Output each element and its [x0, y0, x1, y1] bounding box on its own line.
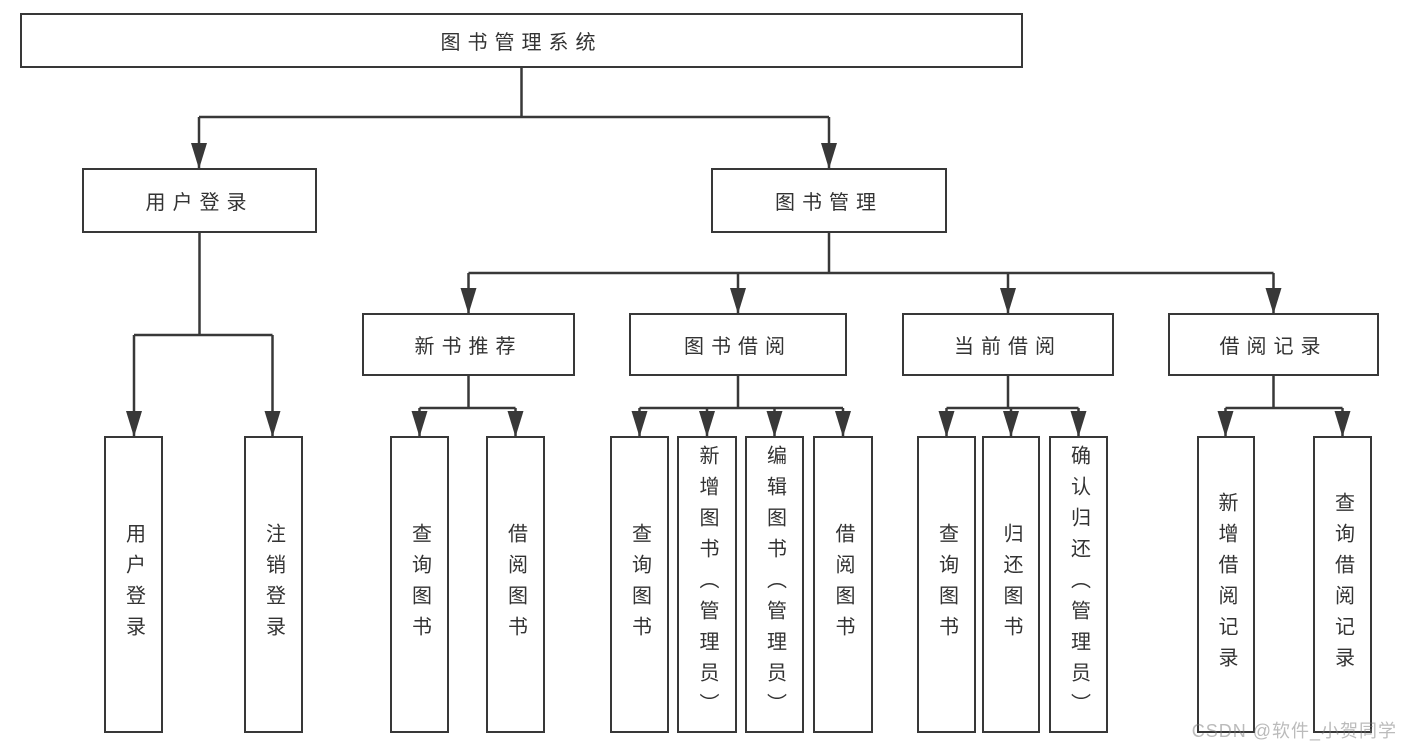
- connector-new-book-rec-to-leaves: [411, 376, 524, 437]
- connector-user-login-to-leaves: [126, 233, 281, 437]
- leaf-newrec-borrow-books-label: 借阅图书: [504, 522, 527, 647]
- node-book-mgmt-branch-label: 图书管理: [775, 192, 883, 214]
- leaf-borrow-borrow-books-label: 借阅图书: [832, 522, 854, 647]
- node-user-login-branch-label: 用户登录: [145, 192, 254, 214]
- leaf-borrow-add-books-admin-label: 新增图书（管理员）: [696, 445, 718, 724]
- leaf-records-add-record-label: 新增借阅记录: [1215, 491, 1237, 678]
- node-user-login-branch: 用户登录: [82, 168, 317, 233]
- csdn-watermark: CSDN @软件_小贺同学: [1191, 721, 1397, 741]
- leaf-user-login-label: 用户登录: [122, 522, 145, 647]
- leaf-records-add-record: 新增借阅记录: [1197, 436, 1255, 733]
- leaf-current-query-books: 查询图书: [917, 436, 976, 733]
- connector-root-to-branches: [191, 68, 837, 169]
- leaf-borrow-query-books-label: 查询图书: [628, 522, 651, 647]
- node-new-book-rec-label: 新书推荐: [414, 336, 523, 358]
- leaf-newrec-query-books-label: 查询图书: [408, 522, 431, 647]
- leaf-records-query-record-label: 查询借阅记录: [1331, 491, 1354, 678]
- leaf-borrow-borrow-books: 借阅图书: [813, 436, 873, 733]
- node-current-borrow: 当前借阅: [902, 313, 1114, 376]
- leaf-borrow-query-books: 查询图书: [610, 436, 669, 733]
- node-book-borrow: 图书借阅: [629, 313, 847, 376]
- connector-book-mgmt-to-modules: [460, 233, 1282, 314]
- node-borrow-records: 借阅记录: [1168, 313, 1379, 376]
- leaf-current-return-books: 归还图书: [982, 436, 1040, 733]
- leaf-current-return-books-label: 归还图书: [1000, 522, 1022, 647]
- node-book-mgmt-branch: 图书管理: [711, 168, 947, 233]
- leaf-user-login: 用户登录: [104, 436, 163, 733]
- leaf-current-query-books-label: 查询图书: [935, 522, 958, 647]
- node-book-borrow-label: 图书借阅: [684, 336, 792, 358]
- leaf-borrow-edit-books-admin: 编辑图书（管理员）: [745, 436, 804, 733]
- leaf-current-confirm-return-admin-label: 确认归还（管理员）: [1067, 445, 1090, 724]
- node-current-borrow-label: 当前借阅: [954, 336, 1062, 358]
- node-root: 图书管理系统: [20, 13, 1023, 68]
- leaf-logout: 注销登录: [244, 436, 303, 733]
- node-new-book-rec: 新书推荐: [362, 313, 575, 376]
- node-borrow-records-label: 借阅记录: [1219, 336, 1328, 358]
- leaf-logout-label: 注销登录: [262, 522, 285, 647]
- node-root-label: 图书管理系统: [440, 32, 603, 54]
- leaf-borrow-add-books-admin: 新增图书（管理员）: [677, 436, 737, 733]
- leaf-borrow-edit-books-admin-label: 编辑图书（管理员）: [763, 445, 786, 724]
- leaf-records-query-record: 查询借阅记录: [1313, 436, 1372, 733]
- leaf-current-confirm-return-admin: 确认归还（管理员）: [1049, 436, 1108, 733]
- connector-borrow-records-to-leaves: [1217, 376, 1351, 437]
- leaf-newrec-borrow-books: 借阅图书: [486, 436, 545, 733]
- connector-current-borrow-to-leaves: [938, 376, 1087, 437]
- leaf-newrec-query-books: 查询图书: [390, 436, 449, 733]
- connector-book-borrow-to-leaves: [631, 376, 851, 437]
